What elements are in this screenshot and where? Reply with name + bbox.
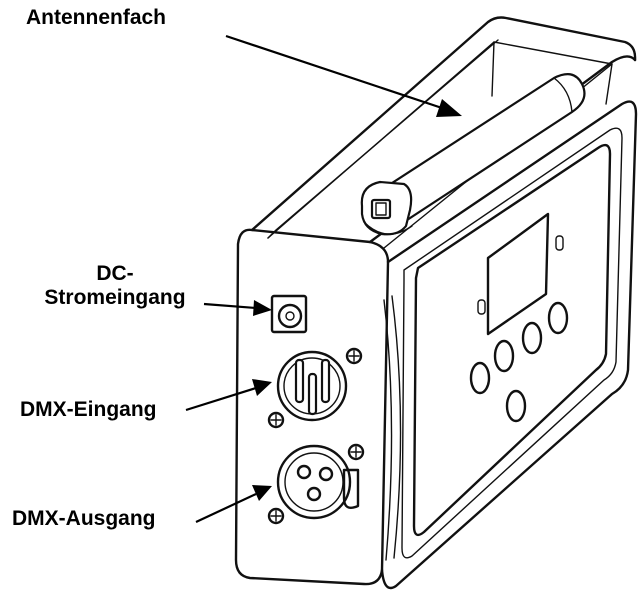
- display-screen: [486, 212, 550, 336]
- dmx-output-connector: [267, 443, 365, 525]
- dc-input-label-line2: Stromeingang: [44, 286, 186, 309]
- dmx-output-label: DMX-Ausgang: [12, 507, 156, 530]
- callout-arrows: [185, 34, 462, 523]
- device-housing: [234, 16, 638, 590]
- dc-power-jack: [270, 294, 308, 334]
- antenna-icon: [360, 73, 586, 236]
- dmx-input-connector: [267, 347, 363, 429]
- button-3: [547, 301, 569, 335]
- antenna-compartment: [267, 39, 613, 249]
- button-4: [469, 361, 491, 395]
- control-panel: [469, 212, 569, 423]
- dc-input-label: DC- Stromeingang: [26, 262, 204, 310]
- button-5: [505, 389, 527, 423]
- dmx-input-label: DMX-Eingang: [20, 398, 157, 421]
- antenna-compartment-label: Antennenfach: [26, 6, 167, 29]
- button-2: [521, 321, 543, 355]
- dc-input-label-line1: DC-: [96, 262, 134, 285]
- button-1: [493, 339, 515, 373]
